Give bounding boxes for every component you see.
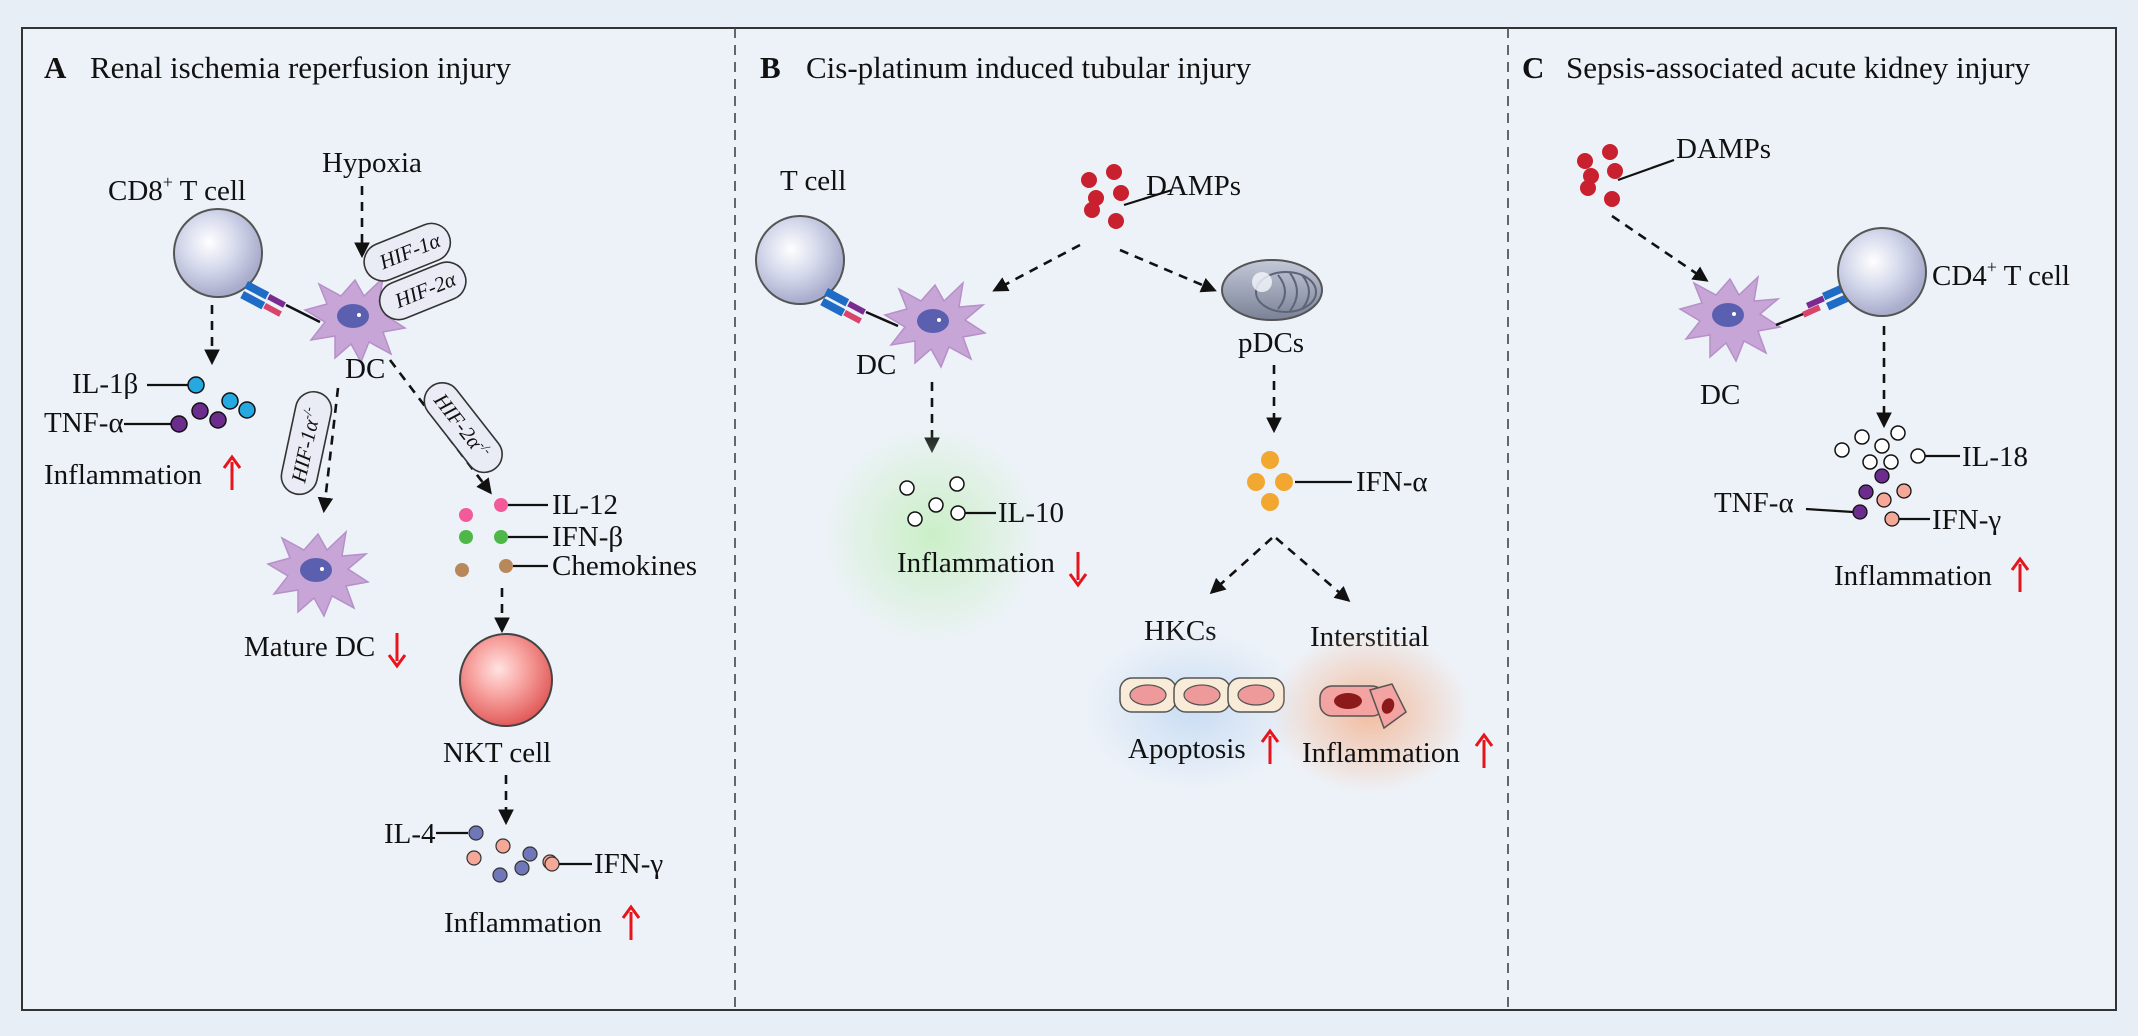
- panel-a-letter: A: [44, 50, 67, 85]
- inflammation-a1-label: Inflammation: [44, 459, 202, 491]
- il4-molecule: [468, 825, 484, 841]
- tcr-mhc-synapse-b: [820, 288, 899, 328]
- inflammation-a2-label: Inflammation: [444, 907, 602, 939]
- panel-c-letter: C: [1522, 50, 1544, 85]
- tcr-mhc-synapse: [240, 281, 321, 324]
- up-arrow-icon: [621, 904, 641, 940]
- ifng-molecule-a: [544, 856, 560, 872]
- il1b-label: IL-1β: [72, 368, 138, 400]
- dc-label-b: DC: [856, 349, 896, 381]
- il18-label: IL-18: [1962, 441, 2028, 473]
- panel-a: A Renal ischemia reperfusion injury CD8+…: [44, 50, 697, 940]
- damps-pdc-arrow: [1119, 248, 1217, 293]
- damps-dc-arrow-c: [1611, 214, 1709, 282]
- inflammation-b2-label: Inflammation: [1302, 737, 1460, 769]
- t-cell-b: [755, 215, 845, 305]
- cd8-t-cell: [173, 208, 263, 298]
- apoptosis-label: Apoptosis: [1128, 733, 1246, 765]
- chemokine-molecule: [499, 559, 513, 573]
- nkt-cell-label: NKT cell: [443, 737, 551, 769]
- panel-a-title: Renal ischemia reperfusion injury: [90, 50, 511, 85]
- up-arrow-icon: [2010, 556, 2030, 592]
- t-cell-label-b: T cell: [780, 165, 846, 197]
- il10-label: IL-10: [998, 497, 1064, 529]
- ifng-molecule-c: [1884, 511, 1900, 527]
- panel-b-letter: B: [760, 50, 781, 85]
- ifng-label-a: IFN-γ: [594, 848, 663, 880]
- hypoxia-label: Hypoxia: [322, 147, 422, 179]
- interstitial-cells: [1319, 683, 1407, 730]
- panel-b: B Cis-platinum induced tubular injury T …: [755, 50, 1494, 794]
- tnfa-molecule: [170, 415, 188, 433]
- il12-molecule: [494, 498, 508, 512]
- il10-glow: [822, 425, 1042, 645]
- panel-c-title: Sepsis-associated acute kidney injury: [1566, 50, 2031, 85]
- pdcs-label: pDCs: [1238, 327, 1304, 359]
- ifna-label: IFN-α: [1356, 466, 1428, 498]
- il1b-molecule: [187, 376, 205, 394]
- pdc-cell: [1221, 259, 1323, 321]
- up-arrow-icon: [1474, 732, 1494, 768]
- ifnb-label: IFN-β: [552, 521, 623, 553]
- ifnb-molecule: [494, 530, 508, 544]
- down-arrow-icon: [387, 633, 407, 669]
- il12-label: IL-12: [552, 489, 618, 521]
- damps-dc-arrow: [992, 243, 1081, 292]
- tnfa-label-c: TNF-α: [1714, 487, 1794, 519]
- cd4-t-cell: [1837, 227, 1927, 317]
- dc-label-a: DC: [345, 353, 385, 385]
- il4-label: IL-4: [384, 818, 436, 850]
- tnfa-molecule-c: [1852, 504, 1868, 520]
- mature-dc-label: Mature DC: [244, 631, 375, 663]
- inflammation-b1-label: Inflammation: [897, 547, 1055, 579]
- dc-label-c: DC: [1700, 379, 1740, 411]
- ifna-molecules: [1247, 451, 1293, 511]
- damps-cluster-c: [1577, 144, 1623, 207]
- ifna-hkc-arrow: [1209, 537, 1273, 595]
- hif1a-ko-arrow: [317, 387, 340, 514]
- chemokines-label: Chemokines: [552, 550, 697, 582]
- nkt-cell: [459, 633, 553, 727]
- inflammation-c-label: Inflammation: [1834, 560, 1992, 592]
- cd4-t-cell-label: CD4+ T cell: [1932, 257, 2070, 292]
- down-arrow-icon: [1068, 552, 1088, 588]
- outer-frame: [21, 27, 2117, 1011]
- hif-1a-ko-pill: HIF-1α-/-: [280, 390, 333, 496]
- il10-molecules: [899, 476, 966, 527]
- damps-label-c: DAMPs: [1676, 133, 1771, 165]
- tnfa-label-a: TNF-α: [44, 407, 124, 439]
- damps-label-b: DAMPs: [1146, 170, 1241, 202]
- ifng-label-c: IFN-γ: [1932, 504, 2001, 536]
- panel-c: C Sepsis-associated acute kidney injury …: [1522, 50, 2070, 592]
- hkc-cells: [1119, 677, 1285, 713]
- up-arrow-icon: [222, 454, 242, 490]
- panel-b-title: Cis-platinum induced tubular injury: [806, 50, 1252, 85]
- cd8-t-cell-label: CD8+ T cell: [108, 172, 246, 207]
- il18-molecules: [1834, 425, 1926, 470]
- damps-cluster-b: [1081, 164, 1129, 229]
